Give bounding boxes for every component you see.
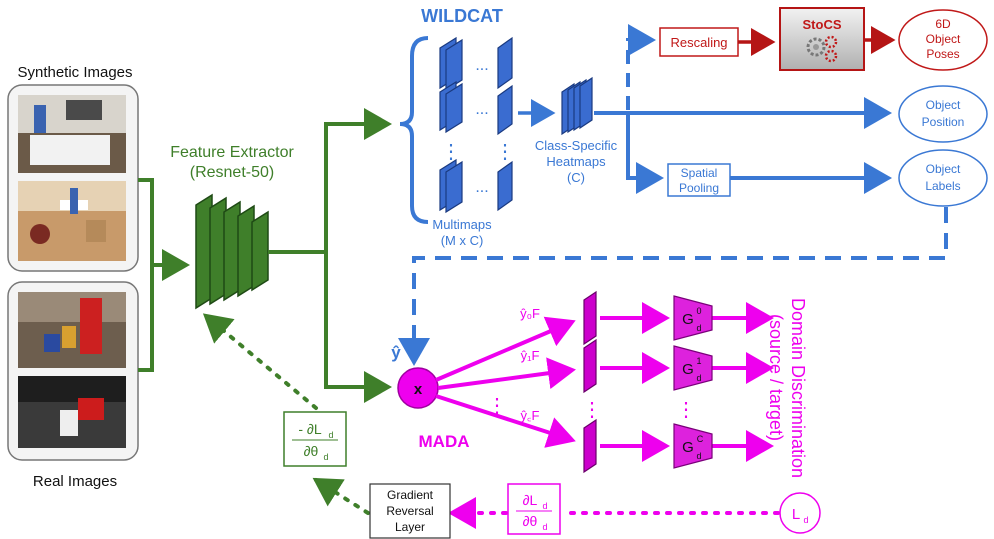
multimaps-ellipsis-1: ... <box>475 57 488 74</box>
multimaps-ellipsis-2: ... <box>475 101 488 118</box>
mada-to-g-arrows <box>600 302 774 462</box>
rescaling-box <box>659 27 739 57</box>
multimaps-vdots-1: ⋮ <box>441 141 461 163</box>
discriminator-C-sub: d <box>696 451 701 461</box>
discriminator-0-sub: d <box>696 323 701 333</box>
heatmaps-label-1: Class-Specific <box>535 138 618 153</box>
grad-neg-num: - ∂L <box>298 421 321 437</box>
feature-extractor-subtitle: (Resnet-50) <box>190 164 274 181</box>
multimaps-vdots-2: ⋮ <box>495 141 515 163</box>
discriminator-0-sup: 0 <box>696 306 701 316</box>
grl-label-1: Gradient <box>387 488 434 502</box>
discriminator-1-label: G <box>682 361 694 378</box>
grad-neg-num-sub: d <box>328 430 333 440</box>
mada-title: MADA <box>419 432 470 451</box>
mada-vdots-right: ⋮ <box>676 399 696 421</box>
domain-discrimination-label: Domain Discrimination <box>788 298 808 478</box>
multimaps-brace <box>399 36 429 224</box>
heatmap-connectors <box>398 24 948 366</box>
feature-extractor-title: Feature Extractor <box>170 144 294 161</box>
position-label-1: Object <box>926 98 961 112</box>
poses-label-3: Poses <box>926 47 959 61</box>
gradient-negative-box <box>283 411 347 467</box>
synthetic-image-1 <box>18 95 126 173</box>
y-hat-label: ŷ <box>391 343 401 362</box>
poses-label-1: 6D <box>935 17 951 31</box>
grad-neg-den: ∂θ <box>304 443 319 459</box>
y0F-label: ŷ₀F <box>520 306 540 321</box>
heatmaps-label-3: (C) <box>567 170 585 185</box>
wildcat-title: WILDCAT <box>421 6 503 26</box>
synthetic-image-2 <box>18 181 126 261</box>
mada-vdots-mid: ⋮ <box>582 399 602 421</box>
synthetic-images-label: Synthetic Images <box>17 64 132 81</box>
mada-branch-arrows <box>435 316 576 448</box>
multimaps-label: Multimaps <box>432 217 492 232</box>
loss-node-label: L <box>792 506 800 523</box>
mada-feature-blocks <box>583 290 597 474</box>
grad-pos-den: ∂θ <box>523 513 538 529</box>
discriminator-1-sup: 1 <box>696 356 701 366</box>
y1F-label: ŷ₁F <box>521 348 540 363</box>
multiply-node-label: x <box>414 381 423 398</box>
real-image-2 <box>18 376 126 448</box>
real-image-1 <box>18 292 126 368</box>
feature-extractor-block <box>195 193 269 310</box>
loss-node-sub: d <box>803 515 808 525</box>
multimaps-dims: (M x C) <box>441 233 484 248</box>
gradient-positive-box <box>507 483 561 535</box>
extractor-connectors <box>268 108 392 403</box>
grl-box <box>369 483 451 539</box>
discriminator-0-label: G <box>682 311 694 328</box>
spatial-pooling-label-1: Spatial <box>681 166 718 180</box>
image-connectors <box>138 178 190 372</box>
position-label-2: Position <box>922 115 965 129</box>
domain-discrimination-sublabel: (source / target) <box>766 314 786 441</box>
poses-label-2: Object <box>926 32 961 46</box>
discriminator-C-label: G <box>682 439 694 456</box>
multimaps-stacks <box>439 36 513 214</box>
rescaling-label: Rescaling <box>670 35 727 50</box>
labels-label-2: Labels <box>925 179 960 193</box>
multimaps-ellipsis-3: ... <box>475 179 488 196</box>
discriminator-shapes <box>673 295 713 469</box>
discriminator-C-sup: C <box>697 434 704 444</box>
output-object-labels <box>898 149 988 207</box>
grl-label-2: Reversal <box>386 504 433 518</box>
spatial-pooling-label-2: Pooling <box>679 181 719 195</box>
grl-label-3: Layer <box>395 520 425 534</box>
grad-pos-den-sub: d <box>542 522 547 532</box>
output-object-position <box>898 85 988 143</box>
gradient-backflow <box>202 313 780 529</box>
real-images-label: Real Images <box>33 473 117 490</box>
mada-vdots-left: ⋮ <box>487 395 507 417</box>
heatmaps-label-2: Heatmaps <box>546 154 606 169</box>
grad-pos-num-sub: d <box>542 501 547 511</box>
heatmaps-stack <box>561 76 593 136</box>
yCF-label: ŷ꜀F <box>521 408 540 423</box>
spatial-pooling-box <box>667 163 731 197</box>
discriminator-1-sub: d <box>696 373 701 383</box>
stocs-label: StoCS <box>803 17 842 32</box>
output-6d-poses <box>898 9 988 71</box>
grad-neg-den-sub: d <box>323 452 328 462</box>
labels-label-1: Object <box>926 162 961 176</box>
gear-icon <box>806 35 838 63</box>
grad-pos-num: ∂L <box>523 492 538 508</box>
